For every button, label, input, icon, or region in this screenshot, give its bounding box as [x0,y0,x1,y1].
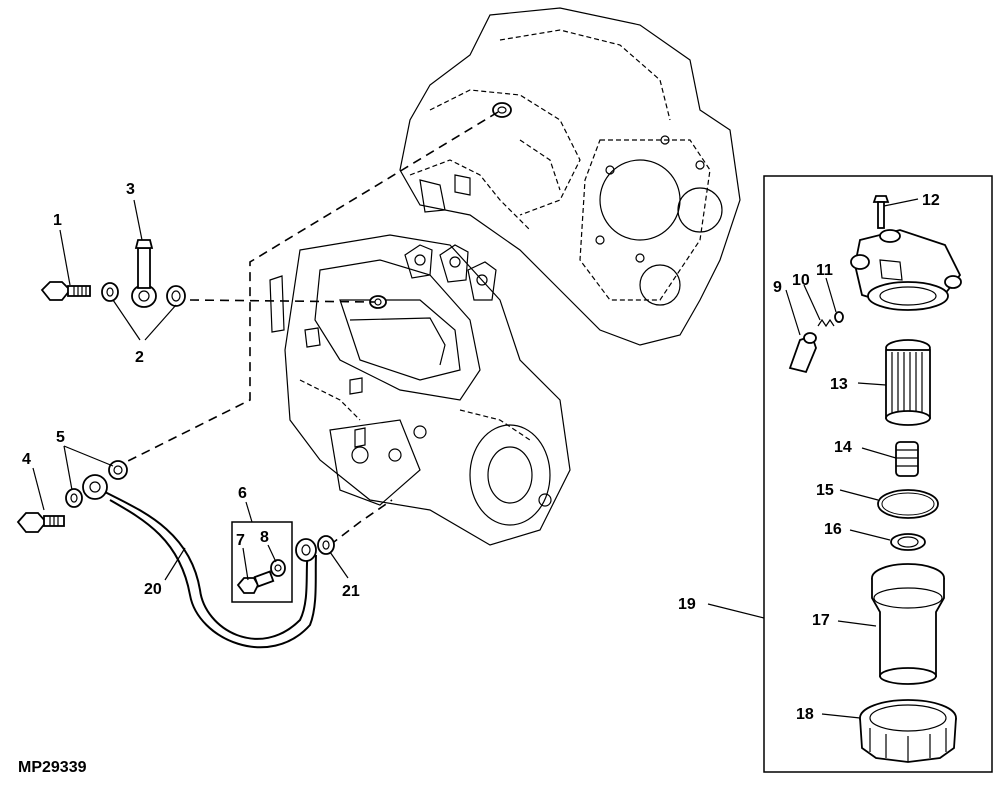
fuel-return-line-assembly [16,460,335,649]
callout-1: 1 [53,212,62,229]
callout-3: 3 [126,181,135,198]
callout-19: 19 [678,596,696,613]
callout-16: 16 [824,521,842,538]
callout-11: 11 [816,262,833,279]
callout-12: 12 [922,192,940,209]
banjo-bolt-assembly-top [40,239,186,308]
callout-15: 15 [816,482,834,499]
callout-17: 17 [812,612,830,629]
callout-5: 5 [56,429,65,446]
callout-9: 9 [773,279,782,296]
callout-7: 7 [236,532,245,549]
figure-id: MP29339 [18,759,87,776]
callout-8: 8 [260,529,269,546]
assembly-lines [119,111,499,546]
callout-13: 13 [830,376,848,393]
callout-21: 21 [342,583,360,600]
filter-assembly-box [763,175,993,773]
callout-2: 2 [135,349,144,366]
callout-6: 6 [238,485,247,502]
callout-4: 4 [22,451,31,468]
callout-10: 10 [792,272,810,289]
callout-20: 20 [144,581,162,598]
callout-labels: 1 2 3 4 5 6 7 8 9 10 11 12 13 14 15 16 1… [22,181,940,723]
callout-leaders [32,198,919,719]
injection-pump-illustration [269,234,571,546]
engine-block-illustration [399,7,741,346]
callout-18: 18 [796,706,814,723]
fuel-filter-assembly [763,175,993,773]
callout-14: 14 [834,439,852,456]
